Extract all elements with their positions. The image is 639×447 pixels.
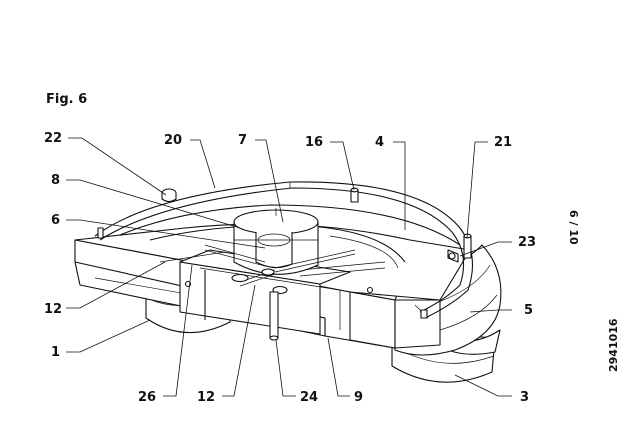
label-4: 4 xyxy=(375,135,384,150)
label-22: 22 xyxy=(44,131,62,146)
label-12-bottom: 12 xyxy=(197,390,215,405)
knob-22 xyxy=(161,188,177,203)
label-1: 1 xyxy=(51,345,60,360)
label-9: 9 xyxy=(354,390,363,405)
label-23: 23 xyxy=(518,235,536,250)
label-21: 21 xyxy=(494,135,512,150)
label-7: 7 xyxy=(238,133,247,148)
sheet-number: 6 / 10 xyxy=(567,210,580,245)
pin-23 xyxy=(447,249,459,263)
label-26: 26 xyxy=(138,390,156,405)
axle-24 xyxy=(269,291,279,341)
label-3: 3 xyxy=(520,390,529,405)
figure-label: Fig. 6 xyxy=(46,92,87,107)
pin-16 xyxy=(350,187,359,203)
corner-posts xyxy=(97,227,428,319)
impeller-arms xyxy=(184,244,374,295)
document-number: 2941016 xyxy=(607,318,620,372)
label-16: 16 xyxy=(305,135,323,150)
label-8: 8 xyxy=(51,173,60,188)
label-24: 24 xyxy=(300,390,318,405)
central-cylinder-7 xyxy=(233,208,319,275)
leader-lines xyxy=(66,137,512,397)
label-20: 20 xyxy=(164,133,182,148)
label-6: 6 xyxy=(51,213,60,228)
label-12-left: 12 xyxy=(44,302,62,317)
label-5: 5 xyxy=(524,303,533,318)
